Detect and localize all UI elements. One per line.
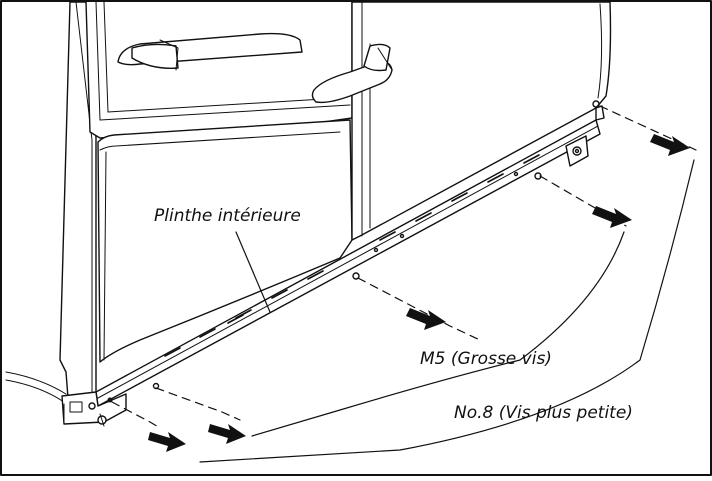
arrow-bottom-1	[208, 424, 246, 444]
leader-lines	[199, 159, 695, 463]
right-door	[311, 1, 612, 241]
arrow-bottom-2	[148, 432, 186, 452]
leader-no8	[199, 159, 695, 463]
label-no8-screw: No.8 (Vis plus petite)	[454, 403, 633, 423]
arrow-right-mid	[592, 206, 632, 228]
arrow-center	[406, 308, 446, 330]
arrow-right-top	[650, 134, 690, 156]
insert-arrows	[148, 134, 690, 452]
leader-m5	[251, 231, 625, 437]
left-door	[59, 1, 353, 401]
base-corner	[5, 135, 589, 427]
label-plinthe-interieure: Plinthe intérieure	[154, 206, 301, 226]
screw-guides	[111, 105, 697, 429]
label-m5-screw: M5 (Grosse vis)	[420, 349, 552, 369]
leader-plinthe	[235, 231, 271, 313]
